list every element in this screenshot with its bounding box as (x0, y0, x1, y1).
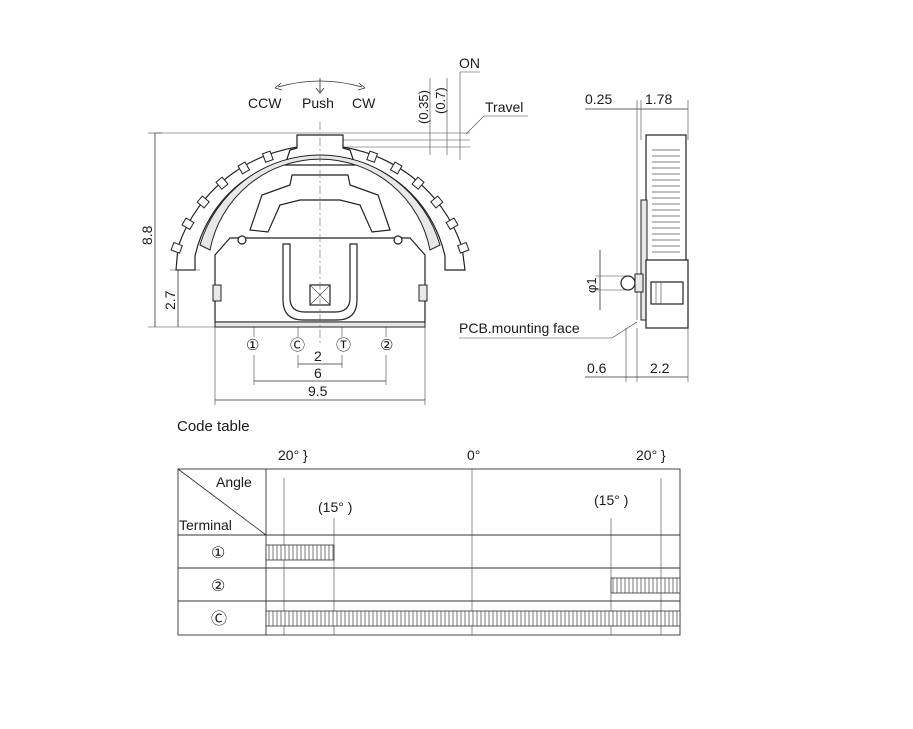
wheel-tooth (170, 241, 183, 254)
wheel-teeth (170, 150, 470, 254)
angle-center-label: 0° (467, 447, 480, 463)
dim-width: 9.5 (308, 383, 328, 399)
dim-side-top-right: 1.78 (645, 91, 672, 107)
dim-phi: φ1 (584, 277, 599, 293)
wheel-tooth (215, 176, 229, 190)
pcb-label: PCB.mounting face (459, 320, 580, 336)
side-boss (620, 275, 636, 291)
row-terminal-c: Ⓒ (211, 610, 227, 628)
push-arrow-icon (315, 78, 325, 94)
mark-right-15: (15° ) (594, 492, 628, 508)
terminal-t-label: Ⓣ (336, 337, 351, 354)
front-view: CCW Push CW (0.35) (0.7) ON Travel (139, 55, 528, 405)
wheel-tooth (366, 150, 379, 163)
dim-pitch-small: 2 (314, 348, 322, 364)
wheel-tooth (237, 161, 251, 175)
terminal-c-label: Ⓒ (290, 337, 305, 354)
dim-side-bottom-left: 0.6 (587, 360, 607, 376)
header-angle: Angle (216, 474, 252, 490)
dim-pitch-mid: 6 (314, 365, 322, 381)
dim-07: (0.7) (433, 87, 448, 114)
travel-label: Travel (485, 99, 523, 115)
code-table: Code table 20° } 0° 20° } Angle Terminal… (177, 418, 681, 636)
dim-side-top-left: 0.25 (585, 91, 612, 107)
terminal-2-label: ② (380, 337, 393, 354)
dim-lower-height: 2.7 (162, 290, 178, 310)
wheel-tooth (430, 195, 444, 209)
dim-035: (0.35) (416, 90, 431, 124)
header-terminal: Terminal (179, 517, 232, 533)
wheel-tooth (411, 176, 425, 190)
on-bar-terminal-1 (265, 544, 335, 561)
side-wheel (645, 134, 687, 266)
wheel-tooth (181, 217, 195, 231)
mark-left-15: (15° ) (318, 499, 352, 515)
row-terminal-2: ② (211, 578, 225, 595)
side-view: 0.25 1.78 φ1 PCB.mounting face 0.6 2.2 (459, 91, 689, 382)
push-label: Push (302, 95, 334, 111)
wheel-tooth (196, 195, 210, 209)
spring-contact (282, 243, 358, 321)
cw-label: CW (352, 95, 376, 111)
wheel-tooth (389, 161, 403, 175)
terminal-1-label: ① (246, 337, 259, 354)
dim-height: 8.8 (139, 225, 155, 245)
angle-right-label: 20° } (636, 447, 666, 463)
on-label: ON (459, 55, 480, 71)
wheel-tooth (445, 217, 459, 231)
wheel-tooth (261, 150, 274, 163)
row-terminal-1: ① (211, 545, 225, 562)
dim-side-bottom-right: 2.2 (650, 360, 670, 376)
wheel-tooth (457, 241, 470, 254)
angle-left-label: 20° } (278, 447, 308, 463)
ccw-label: CCW (248, 95, 282, 111)
code-table-title: Code table (177, 418, 250, 435)
on-bar-terminal-c (265, 610, 681, 627)
on-bar-terminal-2 (610, 577, 681, 594)
